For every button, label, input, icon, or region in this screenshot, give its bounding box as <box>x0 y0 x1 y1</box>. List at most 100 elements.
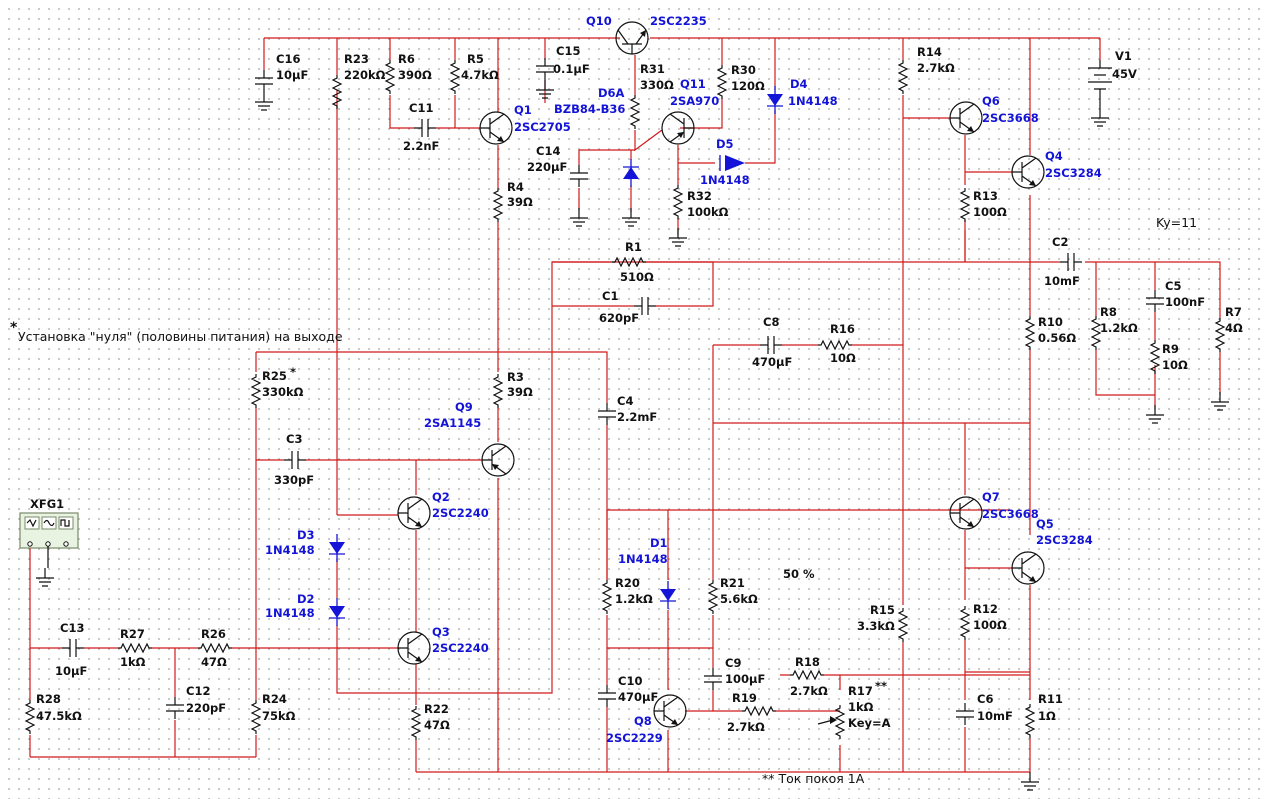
r6-value: 390Ω <box>398 68 432 82</box>
r10-value: 0.56Ω <box>1038 331 1076 345</box>
r26-value: 47Ω <box>201 655 227 669</box>
quiescent-note: ** Ток покоя 1А <box>762 771 865 786</box>
zero-note: Установка "нуля" (половины питания) на в… <box>18 329 343 344</box>
r22-ref: R22 <box>424 702 449 716</box>
c14-value: 220µF <box>527 160 567 174</box>
q3-ref: Q3 <box>432 625 450 639</box>
r20-ref: R20 <box>615 576 640 590</box>
r17-key: Key=A <box>848 716 891 730</box>
r7-value: 4Ω <box>1225 321 1243 335</box>
c8-value: 470µF <box>752 355 792 369</box>
r17-ref: R17 <box>848 684 873 698</box>
r32-value: 100kΩ <box>687 205 729 219</box>
diode-symbols <box>328 85 784 627</box>
r9-value: 10Ω <box>1162 358 1188 372</box>
c16-value: 10µF <box>276 68 308 82</box>
r23-ref: R23 <box>344 52 369 66</box>
r26-ref: R26 <box>201 627 226 641</box>
r30-value: 120Ω <box>731 79 765 93</box>
r27-ref: R27 <box>120 627 145 641</box>
c10-ref: C10 <box>618 674 642 688</box>
v1-label: V1 <box>1115 49 1132 63</box>
labels: XFG1 V1 45V Q1 2SC2705 Q2 2SC2240 Q3 2SC… <box>10 14 1243 786</box>
r3-ref: R3 <box>507 370 524 384</box>
d1-ref: D1 <box>650 536 668 550</box>
q9-model: 2SA1145 <box>424 416 481 430</box>
r9-ref: R9 <box>1162 342 1179 356</box>
q6-model: 2SC3668 <box>982 111 1039 125</box>
c3-ref: C3 <box>286 432 302 446</box>
r32-ref: R32 <box>687 189 712 203</box>
d3-ref: D3 <box>297 528 315 542</box>
c2-value: 10mF <box>1044 274 1080 288</box>
r12-value: 100Ω <box>973 618 1007 632</box>
q9-ref: Q9 <box>455 400 473 414</box>
r30-ref: R30 <box>731 63 756 77</box>
c6-value: 10mF <box>977 709 1013 723</box>
c13-value: 10µF <box>55 664 87 678</box>
d5-ref: D5 <box>716 137 734 151</box>
q5-model: 2SC3284 <box>1036 533 1093 547</box>
r5-ref: R5 <box>467 52 484 66</box>
c16-ref: C16 <box>276 52 300 66</box>
r25-ref: R25 <box>262 369 287 383</box>
xfg1-label: XFG1 <box>30 497 64 511</box>
c8-ref: C8 <box>763 315 779 329</box>
r21-ref: R21 <box>720 576 745 590</box>
r31-value: 330Ω <box>640 78 674 92</box>
r25-value: 330kΩ <box>262 385 304 399</box>
c1-ref: C1 <box>602 289 618 303</box>
r16-value: 10Ω <box>830 351 856 365</box>
d4-model: 1N4148 <box>788 94 838 108</box>
q1-ref: Q1 <box>514 103 532 117</box>
zero-note-star: * <box>10 320 18 336</box>
r13-value: 100Ω <box>973 205 1007 219</box>
q11-ref: Q11 <box>680 77 706 91</box>
r4-ref: R4 <box>507 180 524 194</box>
c2-ref: C2 <box>1052 235 1068 249</box>
c9-ref: C9 <box>725 656 741 670</box>
r27-value: 1kΩ <box>120 655 146 669</box>
r24-value: 75kΩ <box>262 709 296 723</box>
c13-ref: C13 <box>60 621 84 635</box>
q5-ref: Q5 <box>1036 517 1054 531</box>
q6-ref: Q6 <box>982 94 1000 108</box>
c3-value: 330pF <box>274 473 314 487</box>
c5-value: 100nF <box>1165 295 1205 309</box>
r23-value: 220kΩ <box>344 68 386 82</box>
r20-value: 1.2kΩ <box>615 592 653 606</box>
q2-ref: Q2 <box>432 490 450 504</box>
r21-value: 5.6kΩ <box>720 592 758 606</box>
r4-value: 39Ω <box>507 195 533 209</box>
q2-model: 2SC2240 <box>432 506 489 520</box>
r6-ref: R6 <box>398 52 415 66</box>
q1-model: 2SC2705 <box>514 120 571 134</box>
r1-ref: R1 <box>625 240 642 254</box>
c4-ref: C4 <box>617 394 633 408</box>
r18-ref: R18 <box>795 655 820 669</box>
r19-value: 2.7kΩ <box>727 720 765 734</box>
r3-value: 39Ω <box>507 385 533 399</box>
q8-ref: Q8 <box>634 714 652 728</box>
r19-ref: R19 <box>732 691 757 705</box>
c6-ref: C6 <box>977 692 993 706</box>
d4-ref: D4 <box>790 77 808 91</box>
battery-v1 <box>1088 60 1112 108</box>
c4-value: 2.2mF <box>617 410 657 424</box>
v1-value: 45V <box>1112 67 1137 81</box>
q7-ref: Q7 <box>982 490 1000 504</box>
function-generator[interactable] <box>19 512 79 568</box>
c14-ref: C14 <box>536 144 560 158</box>
wires <box>29 37 1221 773</box>
c11-ref: C11 <box>409 101 433 115</box>
r17-value: 1kΩ <box>848 700 874 714</box>
d6a-ref: D6A <box>598 86 625 100</box>
r17-mark: ** <box>875 679 887 693</box>
c15-ref: C15 <box>556 44 580 58</box>
resistor-symbols <box>25 59 1225 741</box>
r11-ref: R11 <box>1038 692 1063 706</box>
r14-value: 2.7kΩ <box>917 61 955 75</box>
d2-ref: D2 <box>297 592 315 606</box>
d6a-model: BZB84-B36 <box>554 102 625 116</box>
r22-value: 47Ω <box>424 718 450 732</box>
